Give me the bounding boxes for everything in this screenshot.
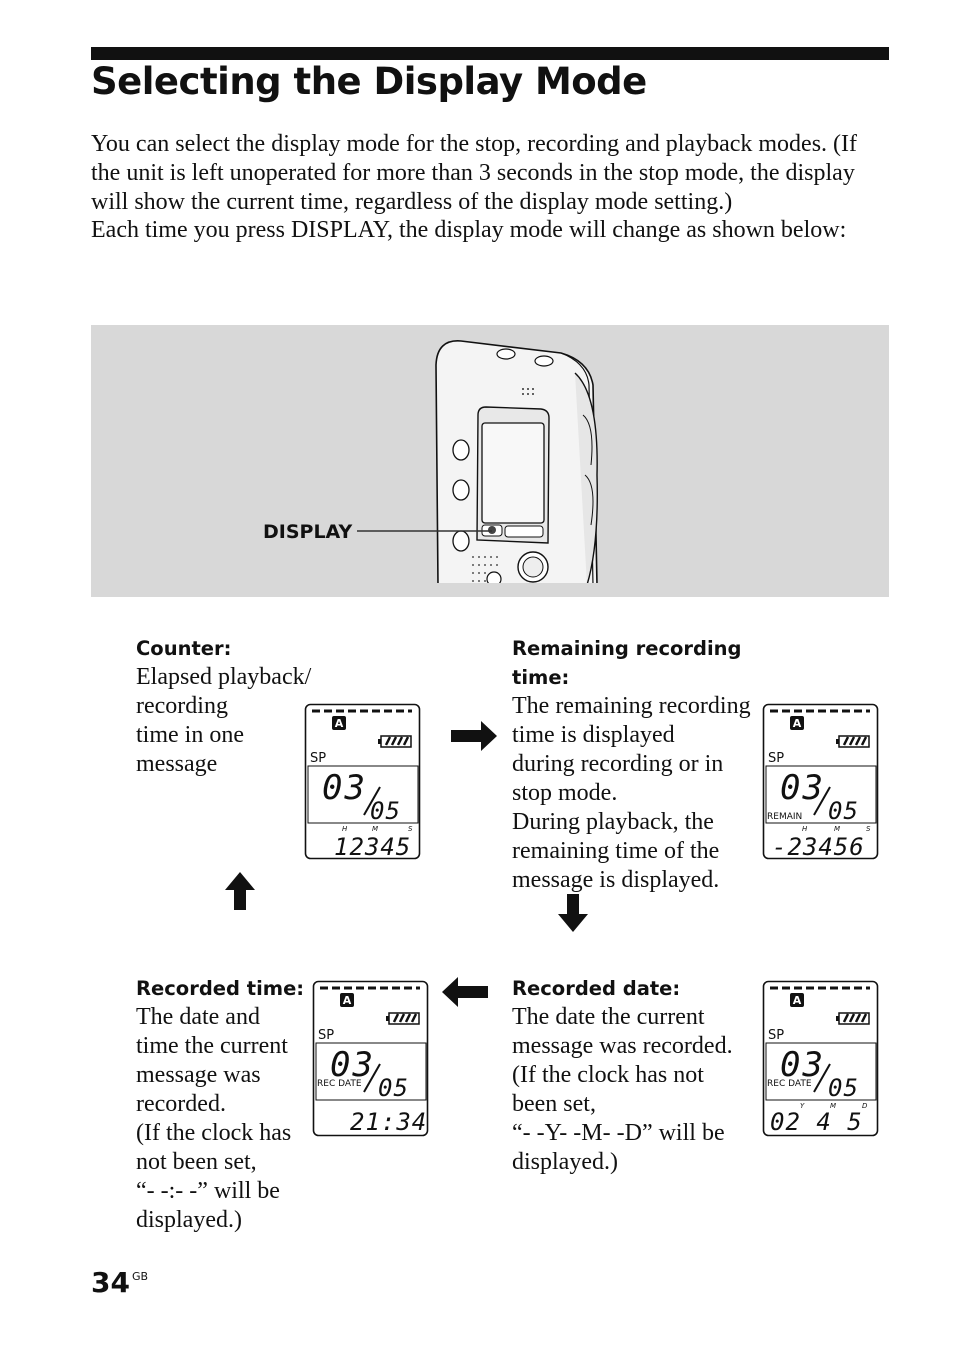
lcd-total-messages: 05 <box>828 797 859 825</box>
lcd-total-messages: 05 <box>378 1074 409 1102</box>
lcd-counter: A SP 03 05 H M S 12345 <box>304 703 421 861</box>
recorded-date-heading: Recorded date: <box>512 977 681 1000</box>
lcd-message-number: 03 <box>330 1045 375 1085</box>
counter-heading: Counter: <box>136 637 232 660</box>
recorded-date-panel: Recorded date: The date the current mess… <box>512 974 767 1177</box>
battery-icon <box>386 1012 420 1025</box>
page-title: Selecting the Display Mode <box>91 60 647 103</box>
lcd-sublabel: REC DATE <box>767 1079 812 1089</box>
folder-letter: A <box>793 717 802 730</box>
lcd-sublabel: REMAIN <box>767 812 802 822</box>
counter-panel: Counter: Elapsed playback/ recording tim… <box>136 634 346 779</box>
recorder-drawing <box>357 340 601 587</box>
recorded-time-description: The date and time the current message wa… <box>136 1004 292 1233</box>
display-button-label: DISPLAY <box>263 521 353 543</box>
folder-letter: A <box>793 994 802 1007</box>
lcd-unit-1: H <box>802 825 808 833</box>
lcd-message-number: 03 <box>780 1045 825 1085</box>
remaining-description: The remaining recording time is displaye… <box>512 693 751 893</box>
page-number-value: 34 <box>91 1266 130 1299</box>
lcd-remaining: A SP 03 05 REMAIN H M S -23456 <box>762 703 879 861</box>
lcd-unit-3: D <box>862 1102 868 1110</box>
recorded-date-description: The date the current message was recorde… <box>512 1004 733 1175</box>
intro-text: You can select the display mode for the … <box>91 130 881 245</box>
lcd-total-messages: 05 <box>828 1074 859 1102</box>
lcd-mode: SP <box>310 751 326 766</box>
recorder-illustration: DISPLAY <box>91 325 889 597</box>
lcd-mode: SP <box>318 1028 334 1043</box>
folder-letter: A <box>343 994 352 1007</box>
lcd-message-number: 03 <box>780 768 825 808</box>
lcd-sublabel: REC DATE <box>317 1079 362 1089</box>
folder-letter: A <box>335 717 344 730</box>
lcd-unit-3: S <box>408 825 413 833</box>
folder-icon <box>332 716 346 730</box>
arrow-left-icon <box>442 977 488 1007</box>
counter-description: Elapsed playback/ recording time in one … <box>136 664 312 777</box>
lcd-unit-2: M <box>830 1102 836 1110</box>
lcd-unit-2: M <box>834 825 840 833</box>
lcd-recorded-time: A SP 03 05 REC DATE 21:34 <box>312 980 429 1137</box>
lcd-mode: SP <box>768 751 784 766</box>
lcd-total-messages: 05 <box>370 797 401 825</box>
arrow-up-icon <box>225 872 255 910</box>
lcd-unit-3: S <box>866 825 871 833</box>
lcd-unit-1: H <box>342 825 348 833</box>
page-number-suffix: GB <box>131 1270 149 1283</box>
lcd-recorded-date: A SP 03 05 REC DATE Y M D 02 4 5 <box>762 980 879 1137</box>
lcd-mode: SP <box>768 1028 784 1043</box>
lcd-unit-2: M <box>372 825 378 833</box>
lcd-value: 02 4 5 <box>770 1108 863 1136</box>
lcd-value: -23456 <box>772 833 865 861</box>
folder-icon <box>790 716 804 730</box>
remaining-panel: Remaining recording time: The remaining … <box>512 634 767 895</box>
title-rule <box>91 47 889 60</box>
lcd-value: 12345 <box>334 833 411 861</box>
lcd-unit-1: Y <box>800 1102 805 1110</box>
battery-icon <box>836 1012 870 1025</box>
folder-icon <box>340 993 354 1007</box>
recorded-time-panel: Recorded time: The date and time the cur… <box>136 974 321 1235</box>
folder-icon <box>790 993 804 1007</box>
arrow-down-icon <box>558 894 588 932</box>
remaining-heading: Remaining recording time: <box>512 637 742 689</box>
battery-icon <box>836 735 870 748</box>
lcd-message-number: 03 <box>322 768 367 808</box>
intro-paragraph-2: Each time you press DISPLAY, the display… <box>91 217 847 244</box>
intro-paragraph-1: You can select the display mode for the … <box>91 131 858 215</box>
arrow-right-icon <box>451 721 497 751</box>
lcd-value: 21:34 <box>350 1108 427 1136</box>
battery-icon <box>378 735 412 748</box>
recorded-time-heading: Recorded time: <box>136 977 305 1000</box>
